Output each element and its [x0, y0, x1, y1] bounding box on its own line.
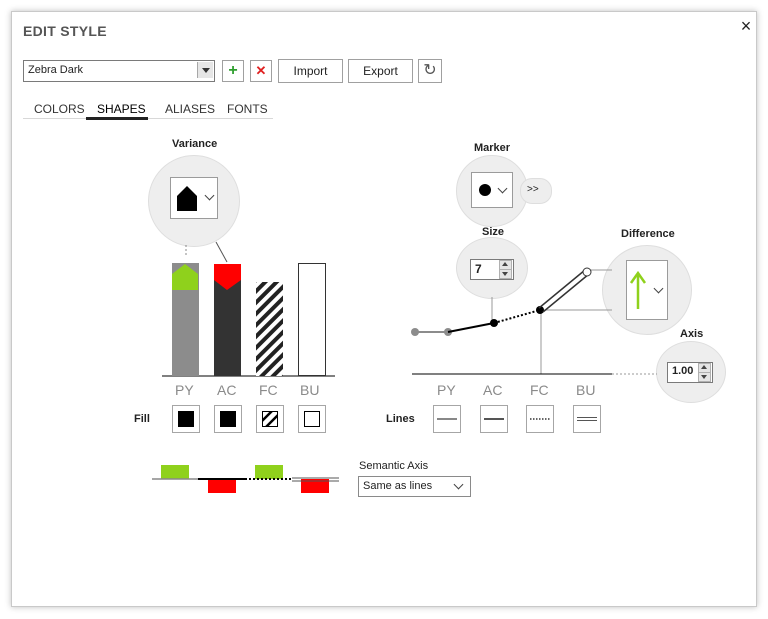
- variance-bars-graphic: [162, 241, 335, 377]
- semantic-axis-preview: [152, 465, 339, 493]
- solid-line-icon: [484, 418, 504, 420]
- fill-ac-button[interactable]: [214, 405, 242, 433]
- variance-title: Variance: [172, 138, 218, 150]
- more-button[interactable]: >>: [527, 184, 539, 195]
- axis-spinner[interactable]: 1.00: [667, 362, 713, 383]
- tab-strip-divider: [23, 118, 273, 119]
- empty-fill-icon: [304, 411, 320, 427]
- spin-down-icon[interactable]: [499, 269, 512, 279]
- add-style-button[interactable]: +: [222, 60, 244, 82]
- bar-category-bu: BU: [300, 382, 320, 398]
- solid-fill-icon: [220, 411, 236, 427]
- variance-bubble: [148, 155, 240, 247]
- hatch-fill-icon: [262, 411, 278, 427]
- fill-fc-button[interactable]: [256, 405, 284, 433]
- marker-more-bubble[interactable]: >>: [520, 178, 552, 204]
- line-bu-button[interactable]: [573, 405, 601, 433]
- size-title: Size: [482, 226, 505, 238]
- size-value[interactable]: 7: [475, 262, 482, 276]
- import-button[interactable]: Import: [278, 59, 343, 83]
- line-category-bu: BU: [576, 382, 596, 398]
- spin-down-icon[interactable]: [698, 372, 711, 382]
- bar-category-ac: AC: [217, 382, 237, 398]
- plus-icon: +: [228, 62, 238, 79]
- marker-shape-picker[interactable]: [471, 172, 513, 208]
- tab-shapes[interactable]: SHAPES: [97, 102, 146, 116]
- semantic-axis-title: Semantic Axis: [359, 460, 429, 472]
- bar-category-fc: FC: [259, 382, 278, 398]
- line-fc-button[interactable]: [526, 405, 554, 433]
- fill-py-button[interactable]: [172, 405, 200, 433]
- active-tab-indicator: [86, 117, 148, 120]
- arrow-up-icon: [629, 270, 647, 309]
- circle-marker-icon: [479, 184, 491, 196]
- delete-style-button[interactable]: ✕: [250, 60, 272, 82]
- chevron-down-icon[interactable]: [197, 62, 213, 78]
- solid-line-icon: [437, 418, 457, 420]
- axis-title: Axis: [680, 328, 704, 340]
- line-category-py: PY: [437, 382, 456, 398]
- edit-style-dialog: EDIT STYLE × Zebra Dark + ✕ Import Expor…: [11, 11, 757, 607]
- size-spinner[interactable]: 7: [470, 259, 514, 280]
- double-line-icon: [577, 417, 597, 421]
- export-button[interactable]: Export: [348, 59, 413, 83]
- style-combobox[interactable]: Zebra Dark: [23, 60, 215, 82]
- variance-shape-picker[interactable]: [170, 177, 218, 219]
- x-icon: ✕: [255, 63, 267, 78]
- line-ac-button[interactable]: [480, 405, 508, 433]
- marker-title: Marker: [474, 142, 511, 154]
- tab-colors[interactable]: COLORS: [34, 102, 85, 116]
- line-category-fc: FC: [530, 382, 549, 398]
- difference-shape-picker[interactable]: [626, 260, 668, 320]
- reset-button[interactable]: ↻: [418, 59, 442, 83]
- house-shape-icon: [177, 186, 197, 211]
- line-py-button[interactable]: [433, 405, 461, 433]
- style-combobox-value: Zebra Dark: [28, 64, 84, 76]
- fill-bu-button[interactable]: [298, 405, 326, 433]
- fill-label: Fill: [134, 413, 150, 425]
- axis-value[interactable]: 1.00: [672, 365, 694, 377]
- close-icon[interactable]: ×: [740, 16, 752, 36]
- dotted-line-icon: [530, 418, 550, 420]
- semantic-axis-select[interactable]: Same as lines: [358, 476, 471, 497]
- bar-category-py: PY: [175, 382, 194, 398]
- tab-aliases[interactable]: ALIASES: [165, 102, 216, 116]
- lines-label: Lines: [386, 413, 415, 425]
- lines-chart-graphic: [411, 267, 657, 375]
- refresh-icon: ↻: [423, 62, 437, 79]
- difference-title: Difference: [621, 228, 675, 240]
- dialog-title: EDIT STYLE: [23, 23, 107, 39]
- tab-fonts[interactable]: FONTS: [227, 102, 268, 116]
- semantic-axis-value: Same as lines: [363, 480, 433, 492]
- solid-fill-icon: [178, 411, 194, 427]
- line-category-ac: AC: [483, 382, 503, 398]
